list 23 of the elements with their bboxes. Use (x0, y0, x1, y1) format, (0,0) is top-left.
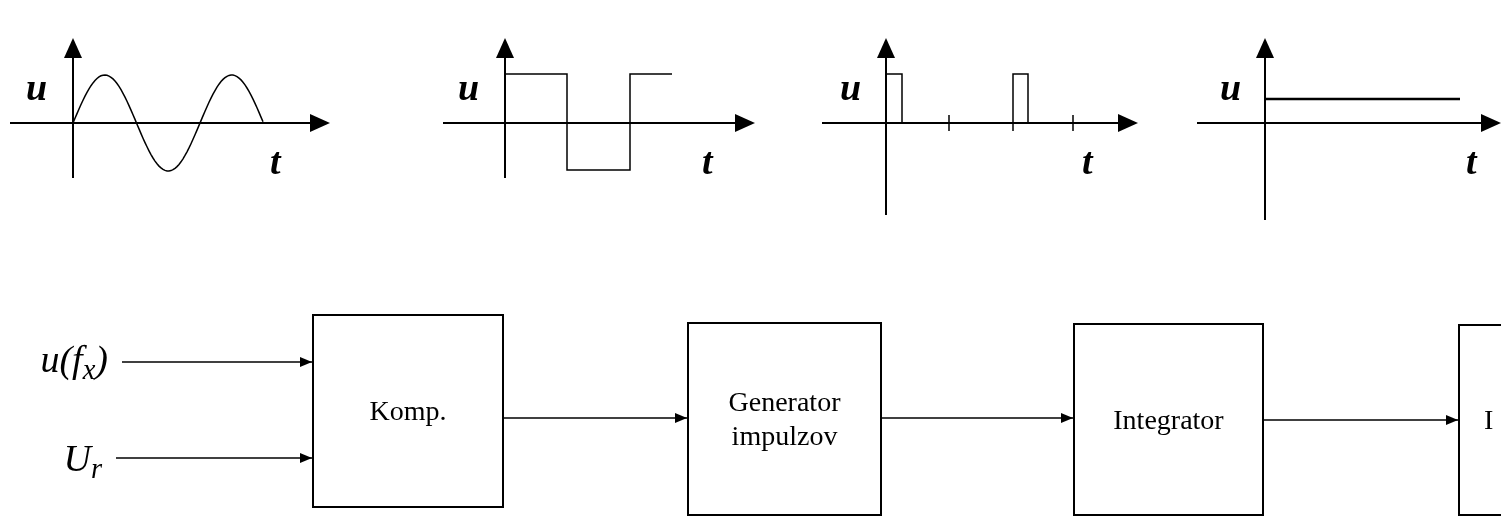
block-box (687, 322, 882, 516)
axis-label: u (458, 68, 480, 106)
input-signal-label: U$_{r}$ (40, 436, 102, 480)
axis-label: t (1466, 142, 1477, 180)
axis-label: t (270, 142, 281, 180)
block-label: Generator impulzov (727, 385, 842, 453)
axis-label: u (840, 68, 862, 106)
block-label: I (1484, 403, 1494, 437)
axis-label: u (26, 68, 48, 106)
arrow (115, 453, 313, 463)
block-label: Integrator (1113, 402, 1224, 437)
axis-label: u (1220, 68, 1242, 106)
axis-label: t (702, 142, 713, 180)
arrow (1263, 415, 1459, 425)
block-label: Komp. (369, 394, 447, 428)
arrow (503, 413, 688, 423)
arrow (881, 413, 1074, 423)
axis-label: t (1082, 142, 1093, 180)
arrow (121, 357, 313, 367)
block-box (1458, 324, 1501, 516)
input-signal-label: u(f$_{x}$) (0, 336, 108, 382)
block-box (312, 314, 504, 508)
block-box (1073, 323, 1264, 516)
